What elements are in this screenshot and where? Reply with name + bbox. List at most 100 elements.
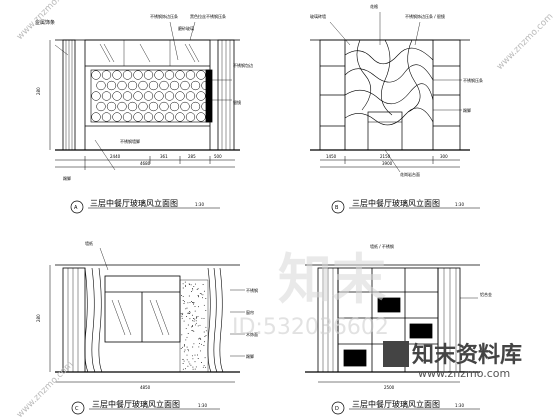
- decor-circle: [101, 112, 112, 122]
- decor-circle: [154, 70, 164, 80]
- stipple-dot: [187, 349, 189, 350]
- stipple-dot: [201, 293, 203, 295]
- stipple-dot: [197, 295, 199, 297]
- stipple-dot: [186, 359, 188, 361]
- decor-circle: [190, 101, 201, 112]
- decor-circle: [148, 80, 159, 91]
- stipple-dot: [191, 288, 193, 290]
- drawing-a-dim-2: 285: [188, 154, 196, 159]
- decor-circle: [91, 91, 101, 101]
- stipple-dot: [197, 315, 199, 317]
- stipple-dot: [194, 306, 196, 308]
- stipple-dot: [187, 350, 189, 352]
- drawing-c-callout-1: 不锈钢: [246, 287, 258, 293]
- drawing-d-labels: 墙纸 / 不锈钢 铝合金 2500 D 三层中餐厅玻璃风立面图 1:30: [335, 243, 492, 412]
- stipple-dot: [182, 300, 184, 301]
- decor-circle: [143, 91, 154, 101]
- decor-circle: [112, 112, 122, 122]
- drawing-c-height-dim: 280: [36, 314, 41, 322]
- stipple-dot: [196, 289, 198, 291]
- drawing-a-labels: 金属饰条 不锈钢饰边压条 黑色拉丝不锈钢压条 磨砂玻璃 不锈钢包边 银镜 不锈钢…: [35, 13, 253, 211]
- watermark-logo-chars: 知末: [278, 248, 386, 311]
- stipple-dot: [187, 365, 189, 367]
- stipple-dot: [195, 317, 197, 319]
- stipple-dot: [184, 349, 186, 351]
- stipple-dot: [205, 330, 207, 332]
- elevation-drawing-d: [305, 264, 480, 415]
- stipple-dot: [193, 302, 195, 304]
- stipple-dot: [182, 346, 184, 348]
- stipple-dot: [185, 327, 187, 329]
- stipple-dot: [182, 368, 184, 370]
- decor-circle: [180, 80, 190, 91]
- decor-circle: [154, 112, 164, 122]
- stipple-dot: [193, 330, 195, 332]
- drawing-b-callout-4: 踢脚: [463, 107, 471, 113]
- elevation-drawing-b: [310, 12, 480, 214]
- stipple-dot: [183, 320, 185, 322]
- decor-circle: [91, 70, 101, 80]
- stipple-dot: [201, 343, 202, 345]
- stipple-dot: [205, 310, 207, 312]
- drawing-b-dim-1: 2150: [380, 154, 391, 159]
- stipple-dot: [181, 314, 183, 315]
- drawing-a-note-0: 踢脚: [63, 175, 71, 181]
- stipple-dot: [190, 364, 192, 366]
- watermark-side-bottom-left: www.znzmo.com: [15, 360, 75, 420]
- stipple-dot: [204, 366, 206, 368]
- stipple-dot: [200, 350, 201, 352]
- drawing-d-scale: 1:30: [455, 403, 464, 408]
- drawing-d-marker: D: [335, 406, 339, 412]
- drawing-b-callout-5: 花岗岩台面: [400, 171, 420, 177]
- watermark-logo-icon: [383, 341, 409, 367]
- drawing-b-dim-0: 1450: [326, 154, 337, 159]
- decor-circle: [127, 101, 138, 112]
- stipple-dot: [191, 329, 193, 331]
- stipple-dot: [202, 366, 204, 368]
- stipple-dot: [183, 360, 185, 362]
- decor-circle: [175, 91, 185, 101]
- stipple-dot: [191, 291, 192, 293]
- stipple-dot: [181, 334, 183, 336]
- drawing-a-total-dim: 4680: [140, 161, 151, 166]
- stipple-dot: [198, 296, 200, 298]
- stipple-dot: [197, 358, 199, 359]
- watermark-brand: 知末资料库: [412, 342, 522, 368]
- stipple-dot: [205, 326, 207, 328]
- stipple-dot: [194, 354, 196, 356]
- stipple-dot: [193, 320, 195, 322]
- drawing-d-dim-0: 2500: [384, 385, 395, 390]
- stipple-dot: [194, 310, 196, 312]
- decor-circle: [175, 112, 185, 122]
- drawing-b-callout-2: 不锈钢饰边压条 / 银镜: [405, 13, 445, 19]
- stipple-dot: [203, 345, 205, 346]
- decor-circle: [148, 101, 159, 112]
- stipple-dot: [193, 286, 195, 288]
- stipple-dot: [203, 364, 205, 366]
- stipple-dot: [195, 366, 197, 368]
- stipple-dot: [194, 318, 196, 320]
- stipple-dot: [188, 313, 190, 314]
- stipple-dot: [198, 342, 200, 344]
- decor-circle: [185, 70, 196, 80]
- stipple-dot: [192, 346, 194, 348]
- decor-circle: [143, 70, 154, 80]
- decor-circle: [101, 91, 112, 101]
- stipple-dot: [186, 316, 188, 318]
- stipple-dot: [204, 357, 206, 359]
- stipple-dot: [189, 311, 191, 312]
- stipple-dot: [197, 325, 199, 327]
- decor-circle: [133, 70, 143, 80]
- drawing-c-callout-0: 墙纸: [85, 240, 93, 246]
- stipple-dot: [201, 317, 203, 319]
- stipple-dot: [187, 324, 189, 326]
- stipple-dot: [186, 307, 188, 309]
- stipple-dot: [183, 351, 185, 353]
- stipple-dot: [181, 317, 183, 319]
- decor-circle: [96, 80, 106, 91]
- stipple-dot: [195, 320, 197, 322]
- stipple-dot: [191, 301, 192, 303]
- stipple-dot: [184, 368, 186, 370]
- decor-circle: [112, 70, 122, 80]
